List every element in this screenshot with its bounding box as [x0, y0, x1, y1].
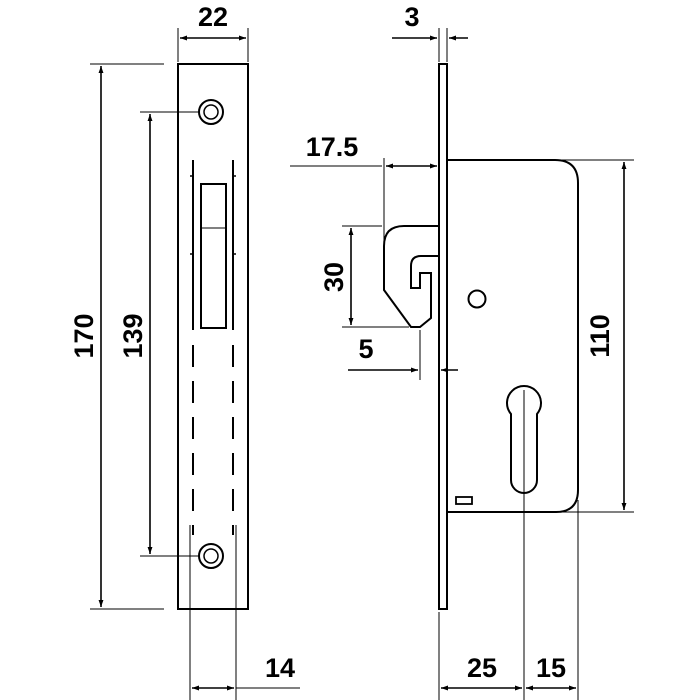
dimension-backset: 25 [438, 390, 579, 700]
dimension-hook-projection-label: 17.5 [306, 132, 359, 162]
hook-bolt-slot [190, 160, 236, 330]
top-screw-hole [198, 99, 224, 125]
hook-bolt [383, 225, 440, 328]
dimension-front-width: 22 [177, 2, 249, 62]
dimension-cylinder-to-edge: 15 [526, 653, 576, 691]
lock-case-side-view [383, 63, 579, 610]
small-slot [455, 496, 473, 505]
dimension-backset-front: 14 [192, 653, 300, 691]
dimension-hook-projection: 17.5 [290, 132, 437, 244]
dimension-screw-spacing-label: 139 [118, 313, 148, 358]
dimension-hook-height-label: 30 [319, 262, 349, 292]
faceplate-edge [438, 63, 448, 610]
dimension-case-height-label: 110 [585, 314, 615, 358]
follower-hole [467, 289, 487, 309]
dimension-screw-spacing: 139 [118, 111, 199, 557]
dimension-hook-height: 30 [319, 225, 409, 328]
dimension-backset-front-label: 14 [265, 653, 295, 683]
dimension-front-height: 170 [69, 63, 164, 610]
dimension-hook-offset-label: 5 [358, 334, 373, 364]
dimension-backset-label: 25 [467, 653, 497, 683]
dimension-cylinder-to-edge-label: 15 [536, 653, 566, 683]
dimension-front-width-label: 22 [198, 2, 228, 32]
faceplate-front-view [177, 63, 249, 700]
dimension-front-height-label: 170 [69, 313, 99, 358]
dimension-faceplate-thickness: 3 [392, 2, 468, 62]
dimension-faceplate-thickness-label: 3 [404, 2, 419, 32]
dimension-case-height: 110 [557, 159, 634, 513]
dimension-hook-offset: 5 [348, 330, 458, 380]
bottom-screw-hole [198, 543, 224, 569]
